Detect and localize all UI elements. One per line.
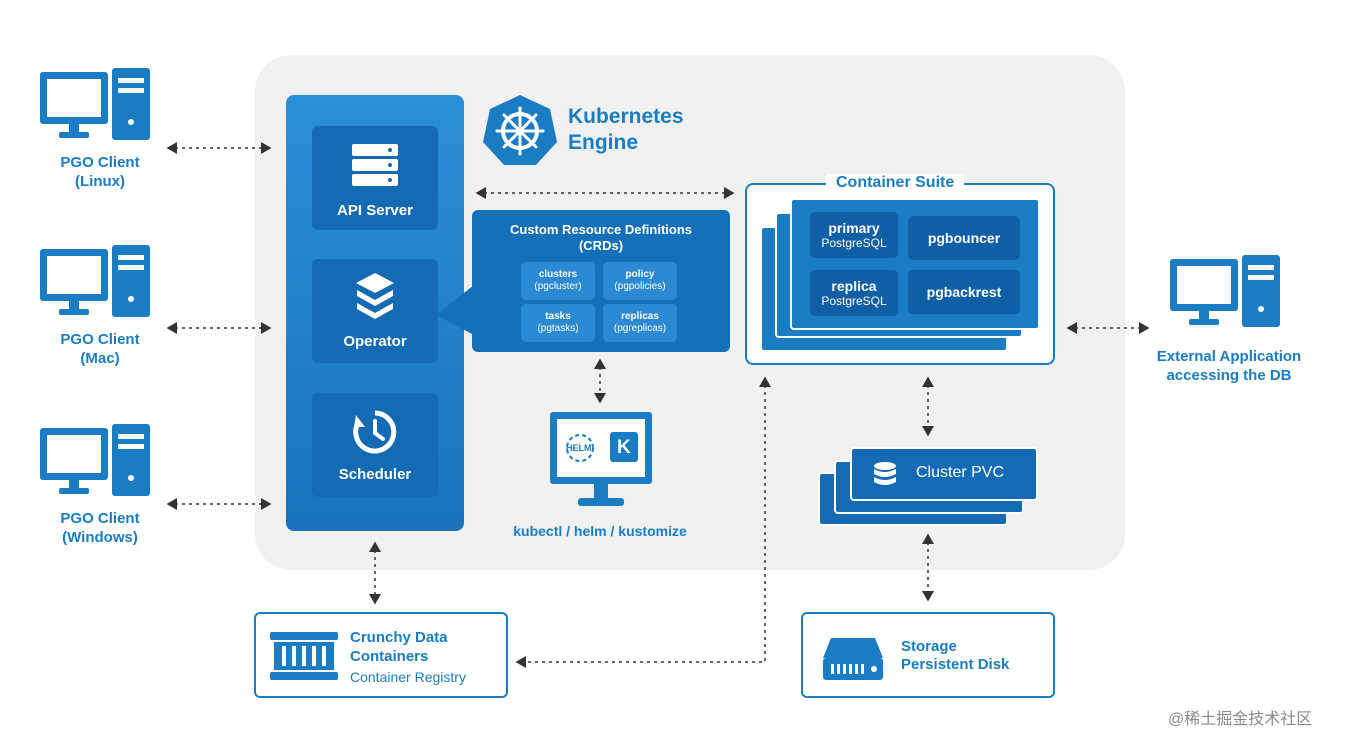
computer-icon <box>40 68 150 140</box>
registry-title: Crunchy Data Containers <box>350 628 448 666</box>
helm-logo-text: HELM <box>566 443 592 453</box>
history-icon <box>353 410 397 454</box>
cluster-pvc-label: Cluster PVC <box>916 464 1005 481</box>
tools-monitor-icon <box>550 412 652 506</box>
replica-sub: PostgreSQL <box>821 294 887 308</box>
external-label-line1: External Application <box>1156 348 1302 365</box>
cluster-pvc-box: Cluster PVC <box>850 447 1038 501</box>
crd-chip-name: policy <box>625 269 655 280</box>
pgbackrest-label: pgbackrest <box>926 284 1002 300</box>
client-label-line2: (Linux) <box>75 173 125 190</box>
registry-line1: Crunchy Data <box>350 629 448 646</box>
external-app-label: External Application accessing the DB <box>1129 347 1329 385</box>
crd-chip-name: clusters <box>538 269 578 280</box>
pgbackrest-chip: pgbackrest <box>908 270 1020 314</box>
external-computer-icon <box>1170 255 1280 327</box>
watermark-text: @稀土掘金技术社区 <box>1168 711 1313 728</box>
crd-chip-sub: (pgpolicies) <box>614 281 666 292</box>
pgbouncer-label: pgbouncer <box>927 230 1001 246</box>
crd-chip-sub: (pgtasks) <box>537 323 579 334</box>
replica-postgresql-chip: replica PostgreSQL <box>810 270 898 316</box>
engine-title-line2: Engine <box>568 131 639 154</box>
client-label-line2: (Mac) <box>80 350 120 367</box>
client-label-line2: (Windows) <box>62 529 138 546</box>
scheduler-label: Scheduler <box>338 466 412 483</box>
pgbouncer-chip: pgbouncer <box>908 216 1020 260</box>
container-suite-title: Container Suite <box>826 174 965 192</box>
storage-title: Storage Persistent Disk <box>901 638 1009 674</box>
primary-postgresql-chip: primary PostgreSQL <box>810 212 898 258</box>
kustomize-logo-text: K <box>617 437 631 458</box>
kubernetes-icon <box>483 95 557 165</box>
crd-chip-sub: (pgcluster) <box>534 281 582 292</box>
layers-icon <box>356 273 394 319</box>
database-icon <box>874 462 896 485</box>
operator-label: Operator <box>343 333 407 350</box>
crd-chip-sub: (pgreplicas) <box>613 323 667 334</box>
crd-pointer <box>436 285 474 335</box>
crd-chip-tasks: tasks (pgtasks) <box>521 304 595 342</box>
hard-disk-icon <box>823 638 883 680</box>
client-label-line1: PGO Client <box>60 510 140 527</box>
primary-name: primary <box>828 220 880 236</box>
replica-name: replica <box>831 278 877 294</box>
operator-box: Operator <box>312 259 438 363</box>
arrow-suite-registry <box>515 376 771 668</box>
crd-title-line2: (CRDs) <box>578 238 624 253</box>
crd-chip-replicas: replicas (pgreplicas) <box>603 304 677 342</box>
crd-chip-clusters: clusters (pgcluster) <box>521 262 595 300</box>
api-server-box: API Server <box>312 126 438 230</box>
api-server-label: API Server <box>337 202 413 219</box>
primary-sub: PostgreSQL <box>821 236 887 250</box>
engine-title: Kubernetes Engine <box>568 104 684 156</box>
tools-label: kubectl / helm / kustomize <box>513 523 687 539</box>
crd-chip-name: tasks <box>545 311 571 322</box>
crd-title-line1: Custom Resource Definitions <box>509 222 693 237</box>
container-icon <box>270 632 338 680</box>
registry-line2: Containers <box>350 648 429 665</box>
crd-box: Custom Resource Definitions (CRDs) clust… <box>472 210 730 352</box>
engine-title-line1: Kubernetes <box>568 105 684 128</box>
crd-chip-name: replicas <box>621 311 659 322</box>
external-label-line2: accessing the DB <box>1166 367 1292 384</box>
client-label-line1: PGO Client <box>60 154 140 171</box>
computer-icon <box>40 424 150 496</box>
storage-line2: Persistent Disk <box>901 656 1010 673</box>
crd-chip-policy: policy (pgpolicies) <box>603 262 677 300</box>
computer-icon <box>40 245 150 317</box>
registry-subtitle: Container Registry <box>350 669 466 685</box>
storage-box: Storage Persistent Disk <box>801 612 1055 698</box>
client-label-line1: PGO Client <box>60 331 140 348</box>
registry-box: Crunchy Data Containers Container Regist… <box>254 612 508 698</box>
server-icon <box>352 144 398 186</box>
scheduler-box: Scheduler <box>312 393 438 497</box>
storage-line1: Storage <box>901 638 957 655</box>
crd-title: Custom Resource Definitions (CRDs) <box>472 222 730 254</box>
